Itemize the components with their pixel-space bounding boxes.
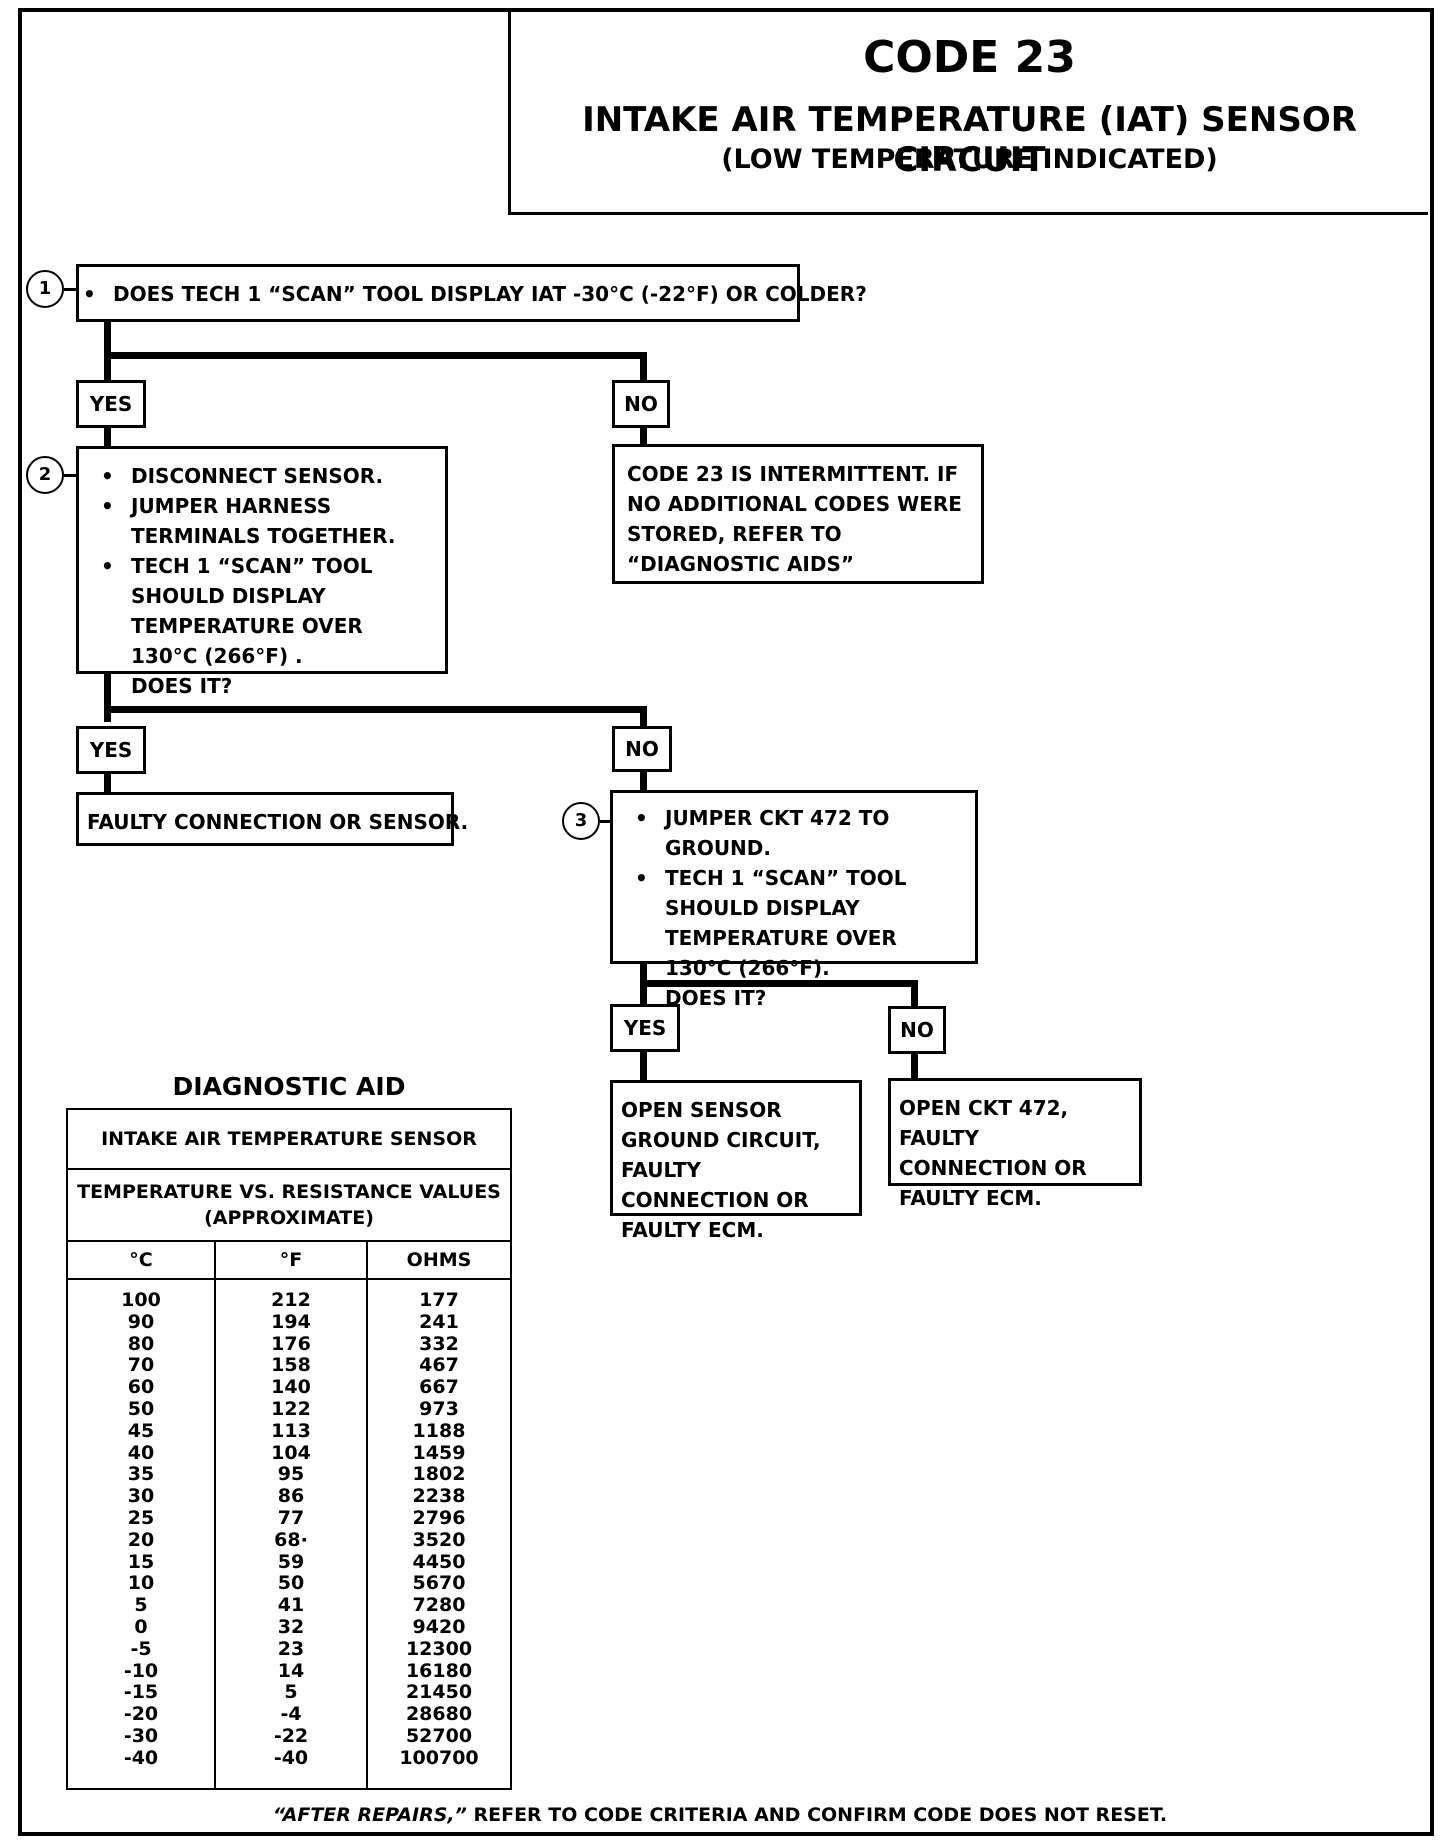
connector: [640, 706, 647, 734]
step-number-2: 2: [26, 456, 64, 494]
table-subtitle: TEMPERATURE VS. RESISTANCE VALUES (APPRO…: [66, 1168, 512, 1242]
connector: [104, 352, 647, 359]
step-3-instruction: JUMPER CKT 472 TO GROUND.: [635, 803, 965, 863]
yes-label: YES: [76, 380, 146, 428]
connector: [104, 770, 111, 796]
no-label: NO: [888, 1006, 946, 1054]
circuit-title: INTAKE AIR TEMPERATURE (IAT) SENSOR CIRC…: [582, 100, 1357, 180]
step-2-instruction: DISCONNECT SENSOR.: [101, 461, 433, 491]
step-2-question: DOES IT?: [131, 674, 233, 698]
result-faulty-connection-sensor: FAULTY CONNECTION OR SENSOR.: [76, 792, 468, 846]
result-open-sensor-ground: OPEN SENSOR GROUND CIRCUIT, FAULTY CONNE…: [610, 1080, 862, 1242]
footer-note: “AFTER REPAIRS,” REFER TO CODE CRITERIA …: [0, 1804, 1440, 1826]
connector: [640, 426, 647, 448]
connector: [911, 1050, 918, 1078]
footer-emphasis: “AFTER REPAIRS,”: [272, 1804, 467, 1826]
no-label: NO: [612, 380, 670, 428]
step-2-instruction: TECH 1 “SCAN” TOOL SHOULD DISPLAY TEMPER…: [101, 551, 433, 671]
step-1-question: DOES TECH 1 “SCAN” TOOL DISPLAY IAT -30°…: [83, 279, 867, 309]
result-intermittent: CODE 23 IS INTERMITTENT. IF NO ADDITIONA…: [612, 444, 984, 584]
step-3-question: DOES IT?: [665, 986, 767, 1010]
diagnostic-aid-title: DIAGNOSTIC AID: [172, 1072, 406, 1101]
column-header-fahrenheit: °F: [214, 1240, 368, 1280]
diagnostic-aid-table: INTAKE AIR TEMPERATURE SENSOR TEMPERATUR…: [66, 1108, 512, 1790]
connector: [104, 706, 647, 713]
connector: [64, 288, 76, 291]
step-number-1: 1: [26, 270, 64, 308]
step-2-box: DISCONNECT SENSOR. JUMPER HARNESS TERMIN…: [76, 446, 448, 698]
connector: [600, 820, 612, 823]
connector: [104, 672, 111, 722]
column-header-ohms: OHMS: [366, 1240, 512, 1280]
table-title: INTAKE AIR TEMPERATURE SENSOR: [66, 1108, 512, 1170]
fahrenheit-values: 212 194 176 158 140 122 113 104 95 86 77…: [214, 1278, 368, 1790]
connector: [640, 768, 647, 792]
celsius-values: 100 90 80 70 60 50 45 40 35 30 25 20 15 …: [66, 1278, 216, 1790]
column-header-celsius: °C: [66, 1240, 216, 1280]
step-3-instruction: TECH 1 “SCAN” TOOL SHOULD DISPLAY TEMPER…: [635, 863, 965, 983]
code-title: CODE 23: [863, 32, 1076, 83]
ohms-values: 177 241 332 467 667 973 1188 1459 1802 2…: [366, 1278, 512, 1790]
yes-label: YES: [76, 726, 146, 774]
page-frame: [18, 8, 1434, 1836]
connector: [640, 980, 918, 987]
title-block: CODE 23 INTAKE AIR TEMPERATURE (IAT) SEN…: [508, 10, 1428, 215]
connector: [104, 320, 111, 382]
step-1-box: DOES TECH 1 “SCAN” TOOL DISPLAY IAT -30°…: [76, 264, 867, 322]
connector: [64, 474, 76, 477]
condition-subtitle: (LOW TEMPERATURE INDICATED): [721, 144, 1218, 175]
connector: [640, 352, 647, 382]
connector: [640, 1050, 647, 1080]
connector: [104, 426, 111, 448]
step-number-3: 3: [562, 802, 600, 840]
yes-label: YES: [610, 1004, 680, 1052]
step-3-box: JUMPER CKT 472 TO GROUND. TECH 1 “SCAN” …: [610, 790, 978, 1010]
result-open-ckt-472: OPEN CKT 472, FAULTY CONNECTION OR FAULT…: [888, 1078, 1142, 1210]
no-label: NO: [612, 726, 672, 772]
step-2-instruction: JUMPER HARNESS TERMINALS TOGETHER.: [101, 491, 433, 551]
footer-text: REFER TO CODE CRITERIA AND CONFIRM CODE …: [466, 1804, 1168, 1826]
connector: [911, 980, 918, 1006]
